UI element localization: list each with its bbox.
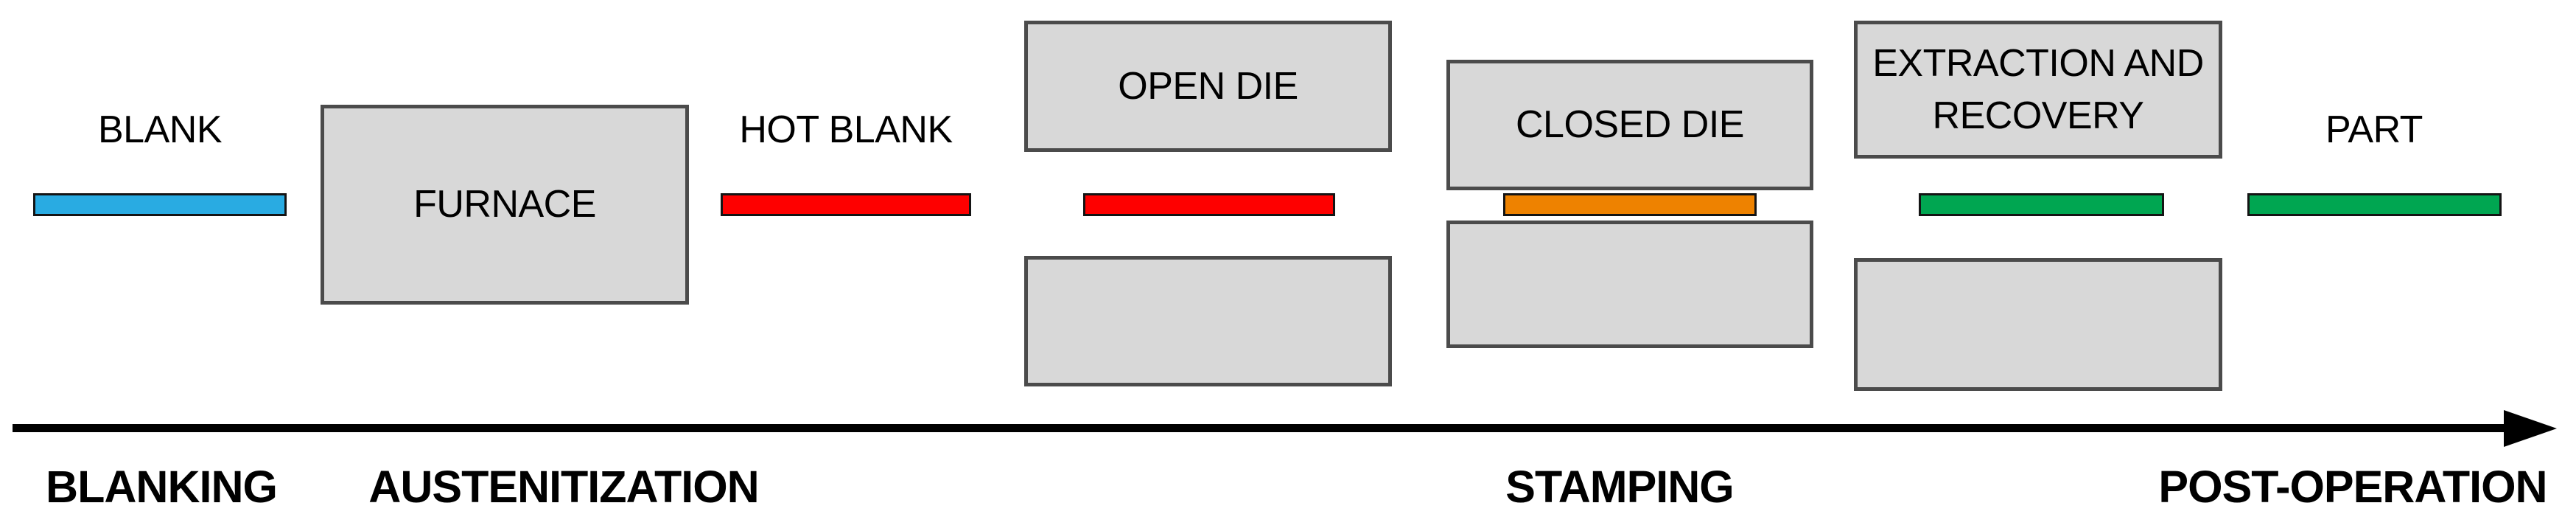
open-die-blank-bar xyxy=(1083,193,1335,216)
extraction-part-bar xyxy=(1919,193,2164,216)
phase-label-stamping: STAMPING xyxy=(1505,462,1734,512)
phase-label-post-operation: POST-OPERATION xyxy=(2158,462,2547,512)
blank-label: BLANK xyxy=(97,108,223,151)
closed-die-label: CLOSED DIE xyxy=(1516,103,1744,147)
hot-blank-label: HOT BLANK xyxy=(739,108,953,151)
phase-label-blanking: BLANKING xyxy=(46,462,278,512)
furnace-label: FURNACE xyxy=(413,183,596,226)
part-bar xyxy=(2247,193,2502,216)
furnace-box: FURNACE xyxy=(321,105,689,305)
extraction-lower-box xyxy=(1854,258,2222,391)
open-die-lower-box xyxy=(1024,256,1392,386)
closed-die-blank-bar xyxy=(1503,193,1757,216)
hot-blank-bar xyxy=(721,193,971,216)
extraction-label: EXTRACTION AND RECOVERY xyxy=(1872,42,2204,137)
open-die-upper-box: OPEN DIE xyxy=(1024,21,1392,152)
closed-die-upper-box: CLOSED DIE xyxy=(1446,60,1813,190)
extraction-upper-box: EXTRACTION AND RECOVERY xyxy=(1854,21,2222,159)
closed-die-lower-box xyxy=(1446,221,1813,348)
phase-label-austenitization: AUSTENITIZATION xyxy=(368,462,759,512)
timeline-arrow-shaft xyxy=(13,424,2507,432)
blank-bar xyxy=(33,193,287,216)
open-die-label: OPEN DIE xyxy=(1118,64,1298,108)
part-label: PART xyxy=(2325,108,2423,151)
timeline-arrow-head xyxy=(2504,410,2557,447)
